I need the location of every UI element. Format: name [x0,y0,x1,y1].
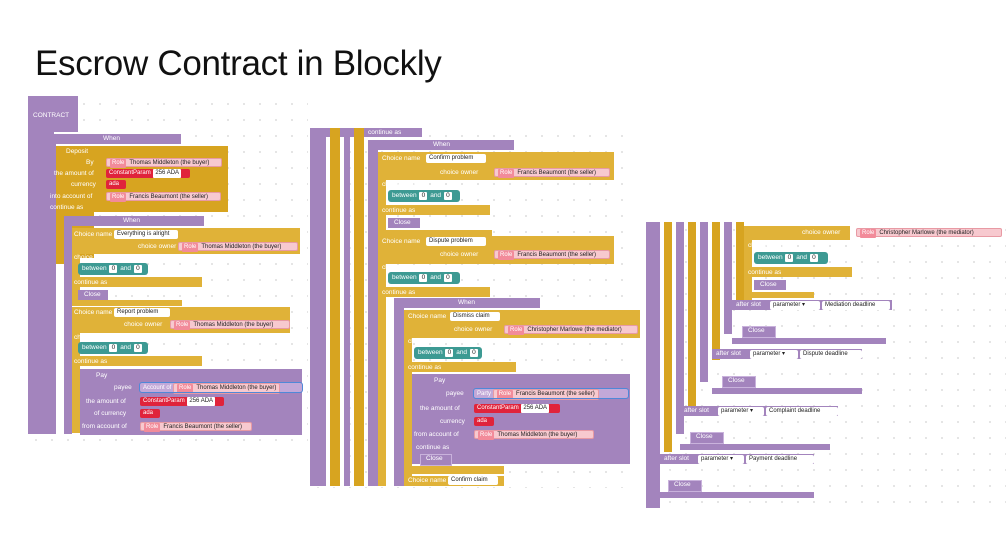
constant-param-amount[interactable]: ConstantParam 256 ADA [106,169,190,178]
when-block-p2[interactable] [368,140,514,150]
workspace-panel-2[interactable]: continue as When Choice name Confirm pro… [310,128,640,488]
close-block[interactable] [78,290,108,300]
when-block[interactable] [48,134,181,144]
page-title: Escrow Contract in Blockly [35,44,442,83]
when-block-inner[interactable] [64,216,204,226]
contract-label: CONTRACT [33,112,70,119]
when-block-p2-inner[interactable] [394,298,540,308]
ada-currency[interactable]: ada [106,180,126,189]
choice-mediator[interactable] [744,226,850,240]
parameter-dropdown[interactable]: parameter ▾ [770,301,820,310]
outer-continue-block[interactable] [310,128,422,137]
